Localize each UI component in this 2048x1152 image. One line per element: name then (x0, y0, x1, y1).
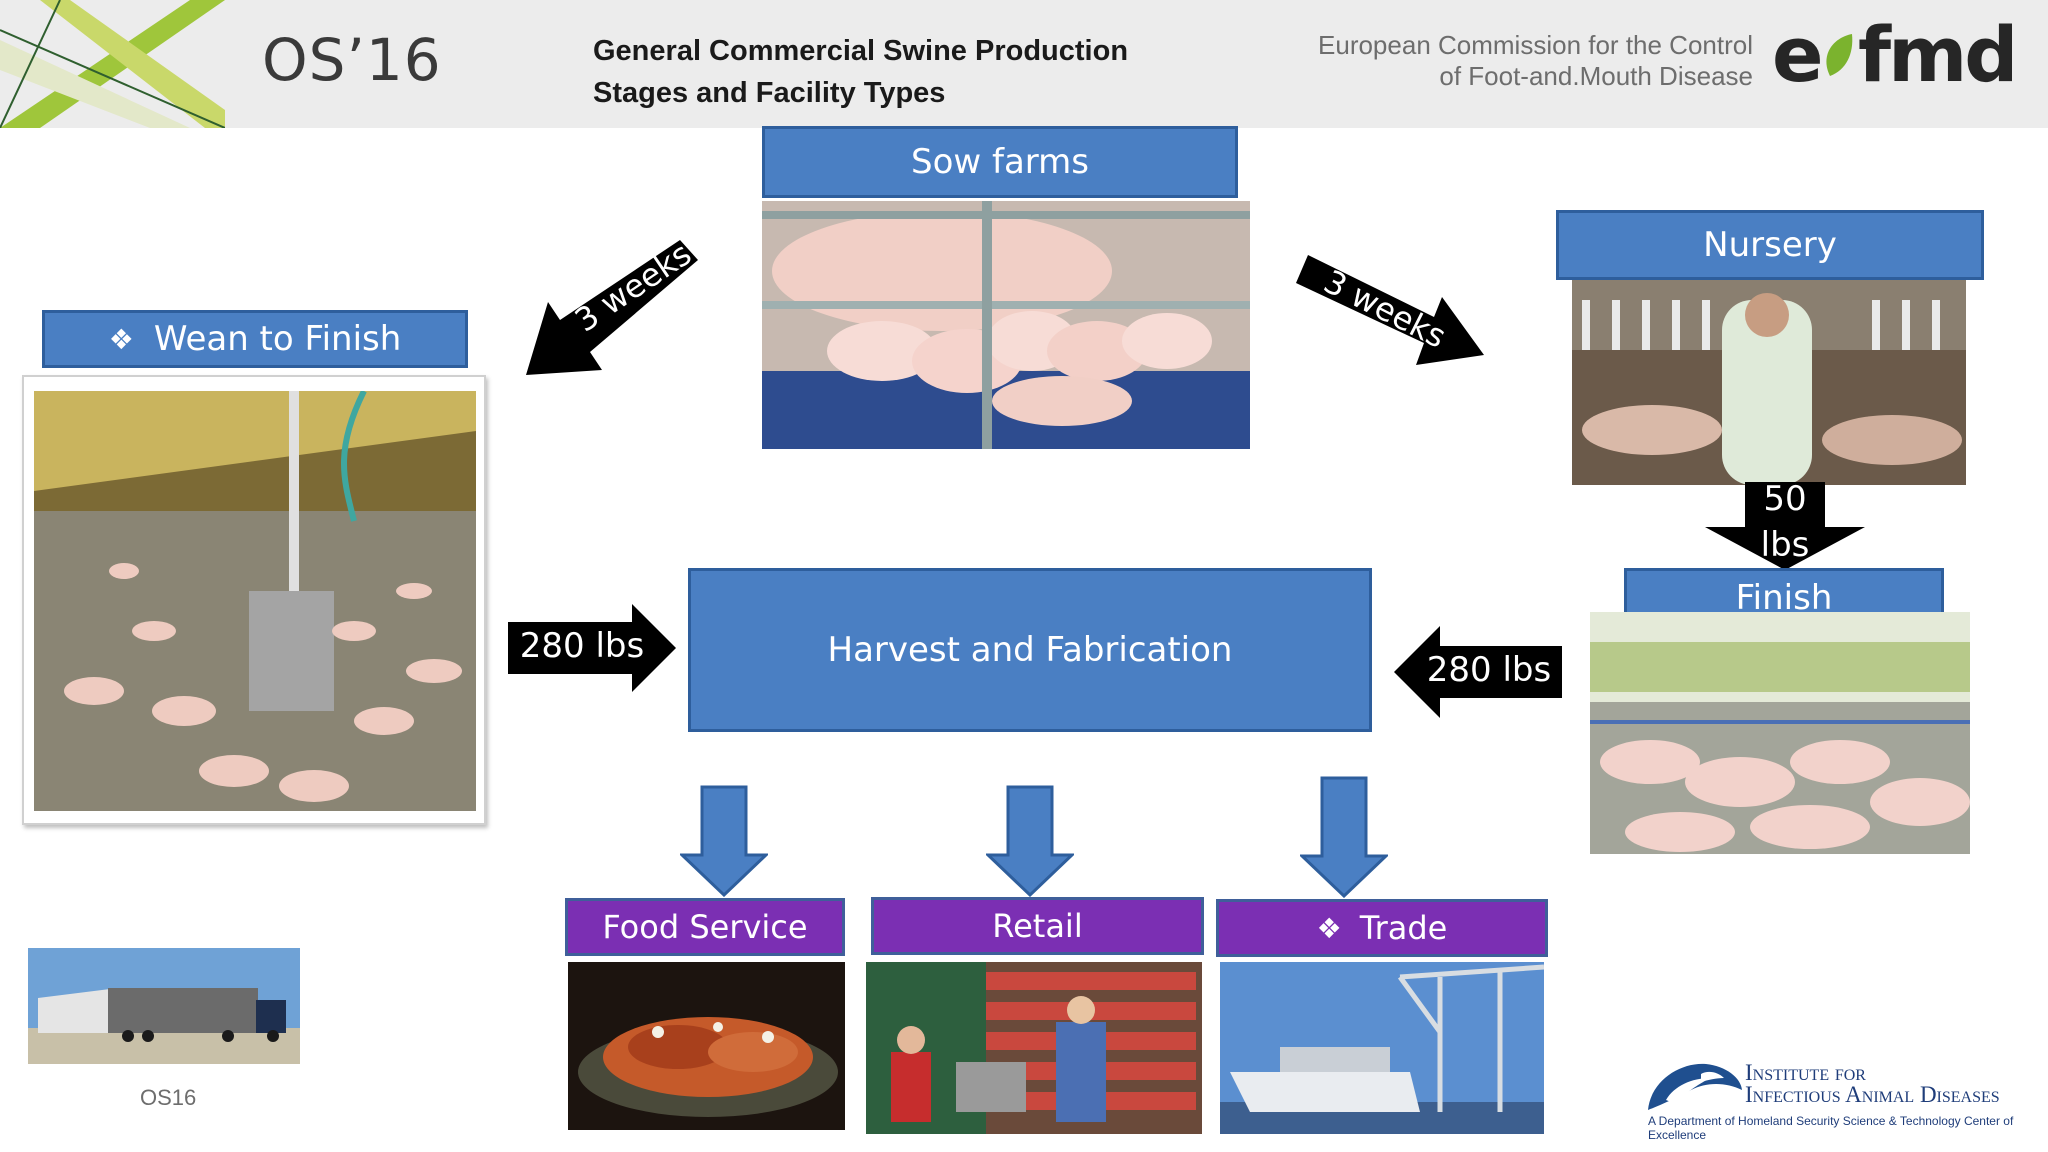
caption-os16: OS16 (140, 1085, 197, 1110)
finish-to-harvest-label: 280 lbs (1426, 650, 1552, 690)
eufmd-logo: e fmd (1772, 10, 2019, 115)
org-line-1: European Commission for the Control (1318, 30, 1753, 60)
iad-line-1: Institute for (1745, 1060, 1866, 1085)
iad-subtitle: A Department of Homeland Security Scienc… (1648, 1114, 2014, 1142)
sow-farms-box: Sow farms (762, 126, 1238, 198)
trade-photo (1220, 962, 1544, 1134)
organization-name: European Commission for the Control of F… (1233, 30, 1753, 92)
svg-text:e: e (1772, 16, 1821, 96)
weight-50: 50 (1763, 479, 1807, 519)
wean-to-finish-label: Wean to Finish (153, 319, 402, 359)
retail-photo (866, 962, 1202, 1134)
retail-label: Retail (992, 907, 1083, 945)
finish-photo (1590, 612, 1970, 854)
weight-unit-lbs: lbs (1760, 525, 1810, 565)
iad-globe-logo (1648, 1063, 1742, 1110)
arrow-sow-to-wean (526, 240, 698, 375)
arrow-wean-to-harvest (508, 604, 676, 692)
arrow-sow-to-nursery (1296, 255, 1484, 365)
finish-label: Finish (1735, 578, 1833, 618)
svg-text:fmd: fmd (1858, 16, 2012, 96)
wean-to-finish-photo-frame (22, 375, 486, 825)
title-line-2: Stages and Facility Types (593, 77, 946, 109)
arrow-finish-to-harvest (1394, 626, 1562, 718)
arrow-harvest-to-food-service (680, 785, 768, 897)
page-title: General Commercial Swine Production Stag… (593, 30, 1128, 114)
bullet-icon: ❖ (108, 322, 134, 356)
os16-corner-graphic (0, 0, 225, 128)
trade-label: Trade (1359, 909, 1448, 947)
os16-logo: OS’16 (262, 26, 442, 94)
iad-name: Institute for Infectious Animal Diseases (1745, 1060, 2000, 1107)
nursery-box: Nursery (1556, 210, 1984, 280)
title-line-1: General Commercial Swine Production (593, 35, 1129, 67)
arrow-harvest-to-trade (1300, 776, 1388, 898)
wean-to-harvest-label: 280 lbs (519, 626, 645, 666)
harvest-fabrication-label: Harvest and Fabrication (827, 630, 1233, 670)
iad-line-2: Infectious Animal Diseases (1745, 1082, 2000, 1107)
sow-farm-photo (762, 201, 1250, 449)
wean-to-finish-box: ❖ Wean to Finish (42, 310, 468, 368)
nursery-photo (1572, 280, 1966, 485)
nursery-to-finish-label: 50 lbs (1740, 476, 1830, 568)
wean-to-finish-photo (34, 389, 476, 811)
trade-box: ❖ Trade (1216, 899, 1548, 957)
sow-farms-label: Sow farms (910, 142, 1090, 182)
org-line-2: of Foot-and.Mouth Disease (1439, 61, 1753, 91)
nursery-label: Nursery (1703, 225, 1837, 265)
retail-box: Retail (871, 897, 1204, 955)
food-service-box: Food Service (565, 898, 845, 956)
header-bar (0, 0, 2048, 128)
food-service-photo (568, 962, 845, 1130)
bullet-icon: ❖ (1316, 911, 1342, 945)
truck-photo (28, 948, 300, 1064)
food-service-label: Food Service (602, 908, 808, 946)
arrow-harvest-to-retail (986, 785, 1074, 897)
harvest-fabrication-box: Harvest and Fabrication (688, 568, 1372, 732)
eufmd-logo-graphic: e fmd (1772, 10, 2019, 99)
arrow-nursery-to-finish (1705, 482, 1865, 570)
